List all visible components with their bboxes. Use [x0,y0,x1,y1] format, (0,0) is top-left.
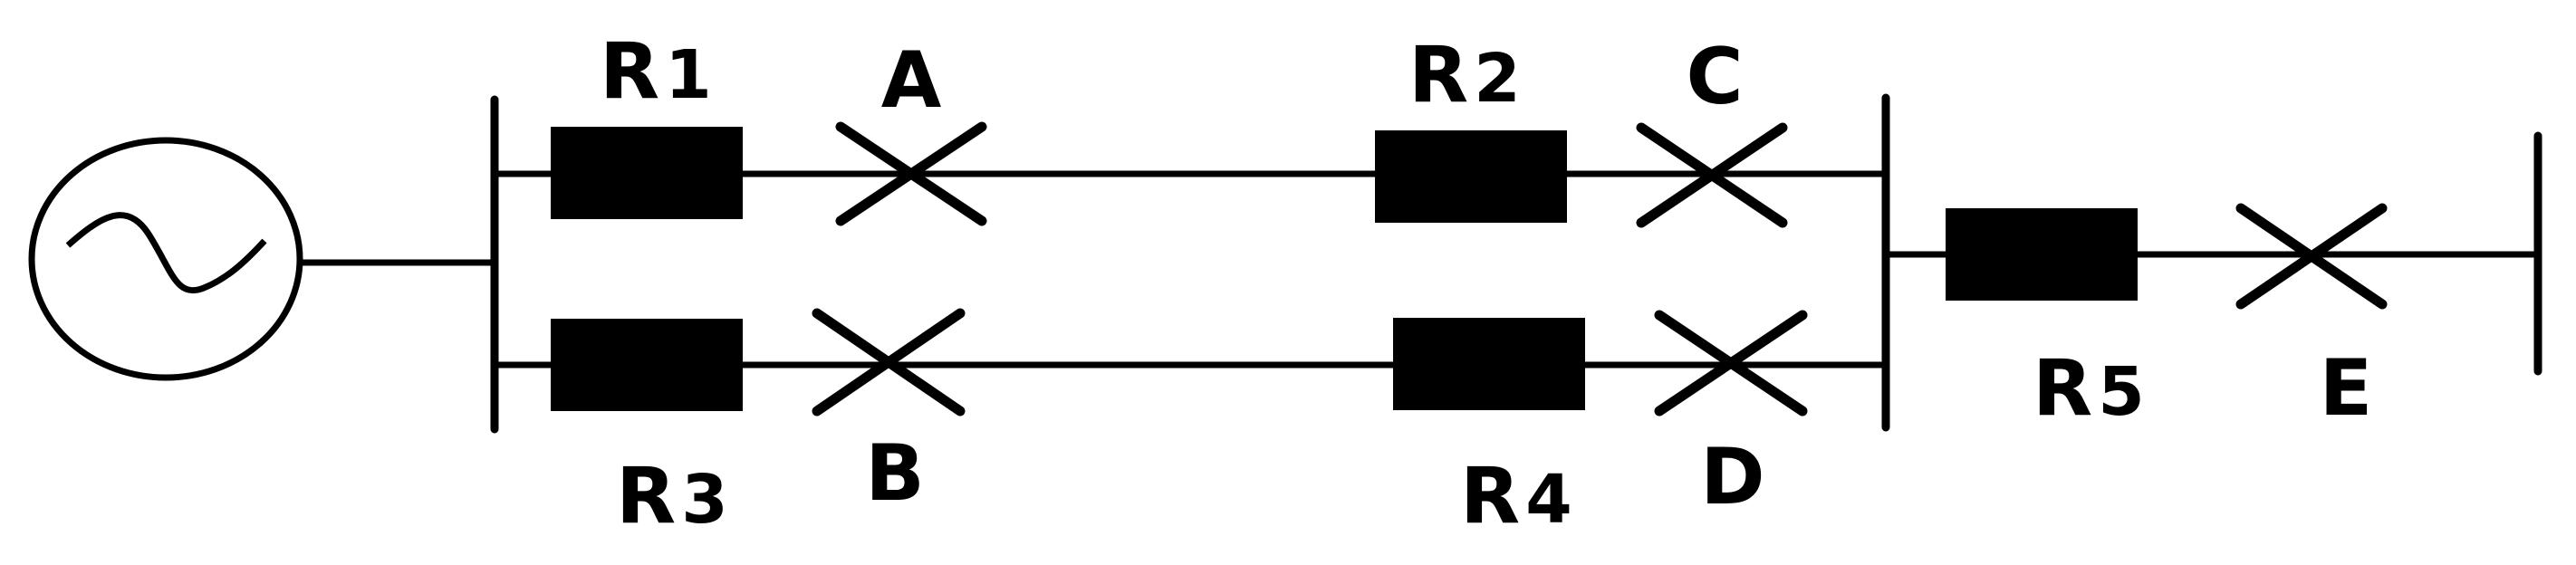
relay-r5-box [1946,208,2138,301]
breaker-c-icon [1636,122,1788,228]
breaker-b-label: B [865,428,925,519]
relay-r1-label: R1 [600,26,712,117]
breaker-d-icon [1654,310,1808,417]
relay-r2-box [1375,130,1567,223]
breaker-d-label: D [1700,432,1764,522]
generator-symbol [28,137,303,381]
breaker-e-label: E [2320,343,2373,434]
relay-r3-label: R3 [616,451,728,541]
relay-r5-label: R5 [2033,343,2145,434]
breaker-a-label: A [881,35,942,126]
relay-r3-box [551,319,743,411]
breaker-b-icon [812,308,966,417]
relay-r2-label: R2 [1408,30,1521,120]
relay-r4-box [1393,318,1585,410]
sine-wave-icon [65,212,267,294]
breaker-c-label: C [1686,32,1743,122]
relay-r4-label: R4 [1460,451,1572,541]
breaker-a-icon [835,121,987,226]
relay-r1-box [551,127,743,219]
breaker-e-icon [2235,203,2388,310]
generator-circle [28,137,303,381]
